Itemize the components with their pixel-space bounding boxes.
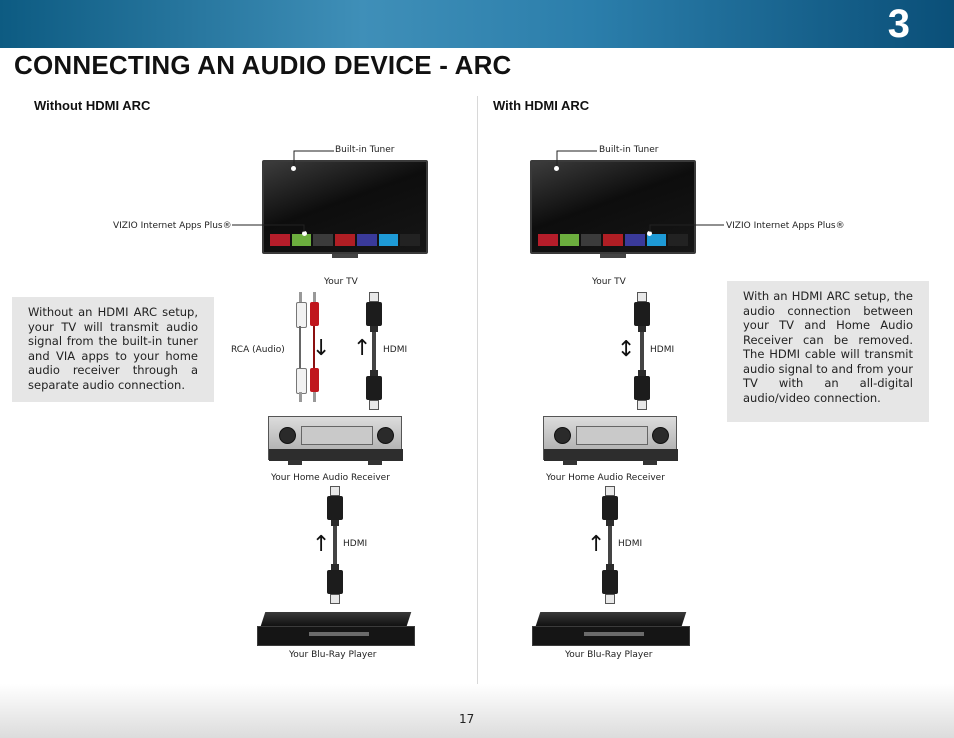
hdmi-label: HDMI bbox=[650, 345, 675, 355]
page-footer bbox=[0, 684, 954, 738]
note-with-arc: With an HDMI ARC setup, the audio connec… bbox=[727, 281, 929, 422]
tv-image bbox=[530, 160, 696, 258]
section-heading-with-arc: With HDMI ARC bbox=[493, 98, 590, 113]
blu-ray-label: Your Blu-Ray Player bbox=[565, 650, 653, 660]
audio-receiver-image bbox=[268, 416, 403, 466]
apps-plus-label: VIZIO Internet Apps Plus® bbox=[726, 221, 845, 231]
hdmi-label: HDMI bbox=[618, 539, 643, 549]
receiver-label: Your Home Audio Receiver bbox=[546, 473, 665, 483]
apps-plus-label: VIZIO Internet Apps Plus® bbox=[113, 221, 232, 231]
built-in-tuner-label: Built-in Tuner bbox=[599, 145, 659, 155]
column-divider bbox=[477, 96, 478, 696]
down-arrow-icon: ↓ bbox=[312, 336, 331, 361]
note-without-arc: Without an HDMI ARC setup, your TV will … bbox=[12, 297, 214, 402]
chapter-number: 3 bbox=[887, 2, 910, 46]
rca-audio-label: RCA (Audio) bbox=[231, 345, 285, 355]
up-arrow-icon: ↑ bbox=[587, 532, 606, 557]
built-in-tuner-label: Built-in Tuner bbox=[335, 145, 395, 155]
hdmi-label: HDMI bbox=[343, 539, 368, 549]
blu-ray-player-image bbox=[532, 612, 690, 650]
blu-ray-player-image bbox=[257, 612, 415, 650]
tv-image bbox=[262, 160, 428, 258]
up-arrow-icon: ↑ bbox=[312, 532, 331, 557]
blu-ray-label: Your Blu-Ray Player bbox=[289, 650, 377, 660]
hdmi-label: HDMI bbox=[383, 345, 408, 355]
up-arrow-icon: ↑ bbox=[353, 336, 372, 361]
your-tv-label: Your TV bbox=[592, 277, 626, 287]
up-down-arrow-icon: ↕ bbox=[617, 337, 636, 362]
receiver-label: Your Home Audio Receiver bbox=[271, 473, 390, 483]
header-bar: 3 bbox=[0, 0, 954, 48]
audio-receiver-image bbox=[543, 416, 678, 466]
page-number: 17 bbox=[459, 712, 475, 726]
page-title: CONNECTING AN AUDIO DEVICE - ARC bbox=[14, 50, 512, 80]
your-tv-label: Your TV bbox=[324, 277, 358, 287]
section-heading-without-arc: Without HDMI ARC bbox=[34, 98, 151, 113]
